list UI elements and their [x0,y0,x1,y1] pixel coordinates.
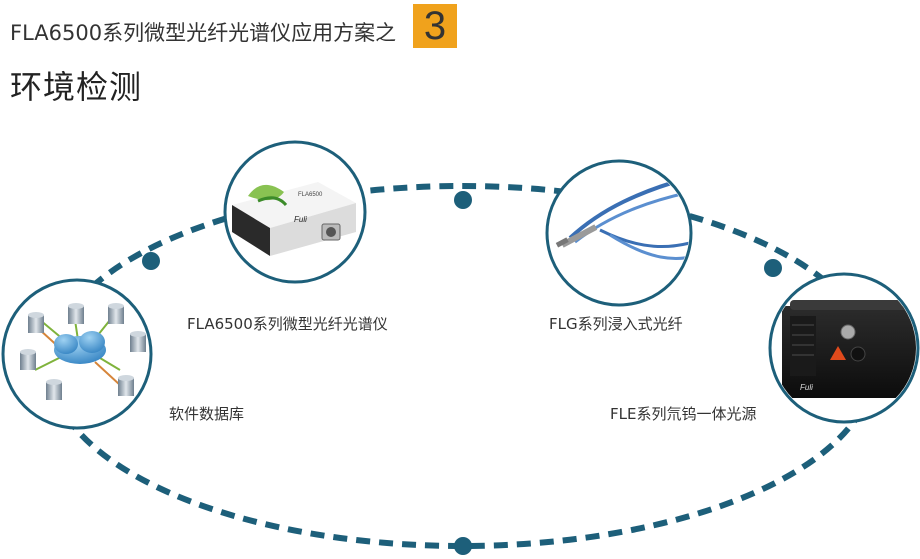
section-title: 环境检测 [10,68,143,106]
server-icon [46,379,62,400]
database-label: 软件数据库 [169,405,245,423]
connector-dot [142,252,160,270]
server-icon [130,331,146,352]
light-source-label: FLE系列氘钨一体光源 [610,405,757,423]
connector-dot [454,537,472,555]
number-badge: 3 [413,4,457,48]
dashed-ring [47,183,877,549]
server-icon [108,303,124,324]
fiber-label: FLG系列浸入式光纤 [549,315,683,333]
server-icon [28,312,44,333]
device-text: FLA6500 [298,192,323,198]
brand-text: Fuli [800,383,813,392]
server-icon [118,375,134,396]
fiber-node [545,159,693,307]
connector-dot [764,259,782,277]
server-icon [68,303,84,324]
header-title: FLA6500系列微型光纤光谱仪应用方案之 [10,21,397,45]
brand-text: Fuli [294,215,307,224]
connector-dot [454,191,472,209]
server-icon [20,349,36,370]
database-node [1,278,153,430]
light-source-node: Fuli [768,272,920,424]
spectrometer-node: FLA6500 Fuli [223,140,367,284]
spectrometer-label: FLA6500系列微型光纤光谱仪 [187,315,388,333]
